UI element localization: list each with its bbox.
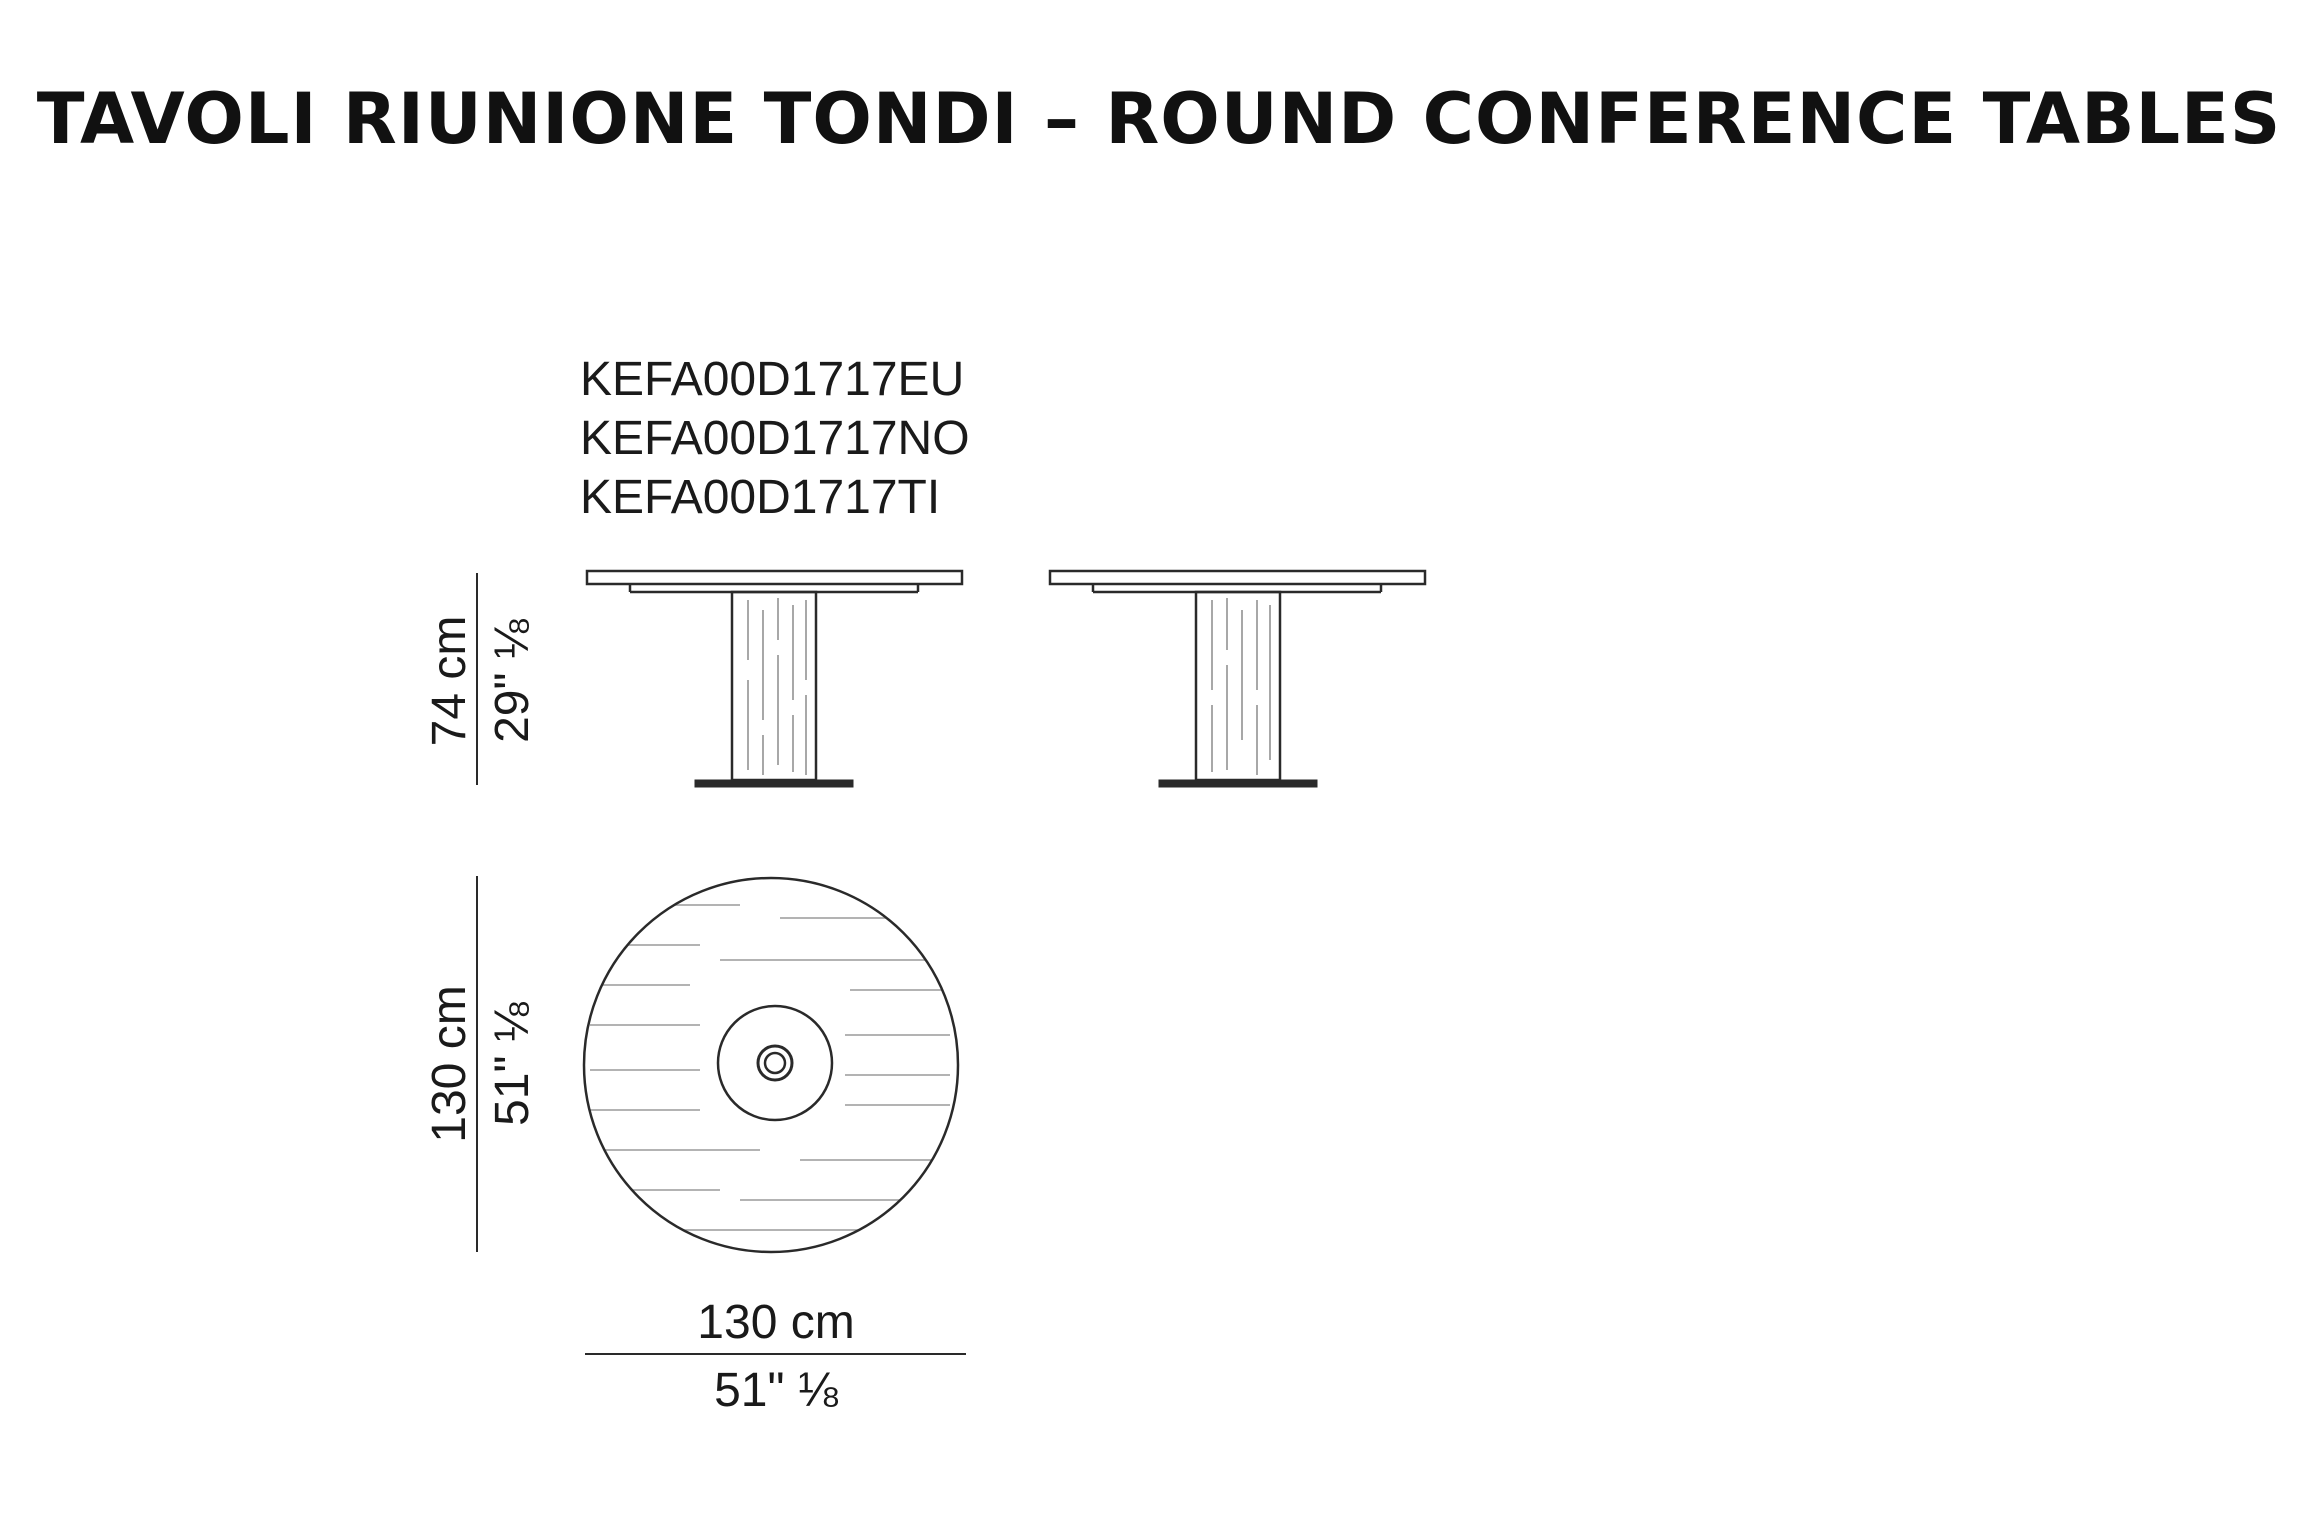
tabletop-edge — [1048, 569, 1427, 586]
product-code-no: KEFA00D1717NO — [580, 412, 970, 465]
table-elevation-front — [585, 569, 964, 788]
table-elevation-side — [1048, 569, 1427, 788]
pedestal-footprint — [716, 1004, 834, 1122]
product-code-eu: KEFA00D1717EU — [580, 353, 965, 406]
cable-port-inner — [763, 1051, 787, 1075]
table-pedestal — [1194, 590, 1282, 782]
product-code-ti: KEFA00D1717TI — [580, 471, 941, 524]
width-imperial-label: 51" ⅛ — [714, 1364, 839, 1417]
depth-metric-label: 130 cm — [423, 985, 476, 1142]
height-dimension: 74 cm 29" ⅛ — [423, 573, 539, 785]
cable-port-outer — [756, 1044, 794, 1082]
width-dimension: 130 cm 51" ⅛ — [585, 1296, 966, 1417]
height-metric-label: 74 cm — [423, 616, 476, 747]
product-code-list: KEFA00D1717EU KEFA00D1717NO KEFA00D1717T… — [580, 350, 970, 527]
pedestal-grain — [747, 598, 807, 775]
table-base-plate — [1158, 779, 1318, 788]
height-imperial-label: 29" ⅛ — [486, 618, 539, 743]
table-plan-view — [582, 876, 960, 1254]
tabletop-outline — [582, 876, 960, 1254]
table-base-plate — [694, 779, 854, 788]
table-pedestal — [730, 590, 818, 782]
tabletop-edge — [585, 569, 964, 586]
page-title: TAVOLI RIUNIONE TONDI – ROUND CONFERENCE… — [36, 78, 2282, 160]
width-metric-label: 130 cm — [697, 1296, 854, 1349]
depth-dimension: 130 cm 51" ⅛ — [423, 876, 539, 1252]
depth-imperial-label: 51" ⅛ — [486, 1001, 539, 1126]
pedestal-grain — [1211, 598, 1271, 775]
